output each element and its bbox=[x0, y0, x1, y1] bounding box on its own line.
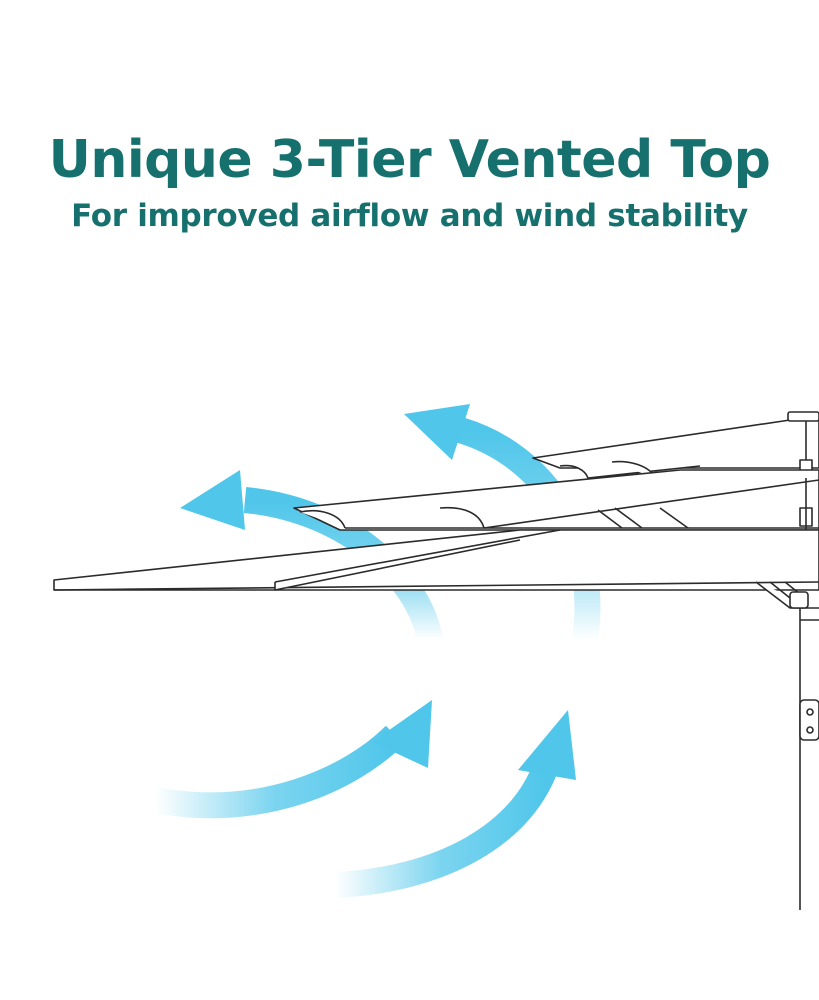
airflow-arrow-lower-right bbox=[334, 710, 576, 898]
page-subtitle: For improved airflow and wind stability bbox=[71, 198, 748, 234]
umbrella-pole bbox=[799, 608, 819, 910]
canopy-tier-bottom bbox=[53, 529, 819, 609]
canopy-tier-middle bbox=[293, 469, 819, 531]
umbrella-canopy bbox=[53, 411, 819, 910]
airflow-arrow-lower-left bbox=[152, 700, 432, 819]
page-title: Unique 3-Tier Vented Top bbox=[48, 130, 771, 190]
canopy-tier-top bbox=[532, 411, 819, 479]
